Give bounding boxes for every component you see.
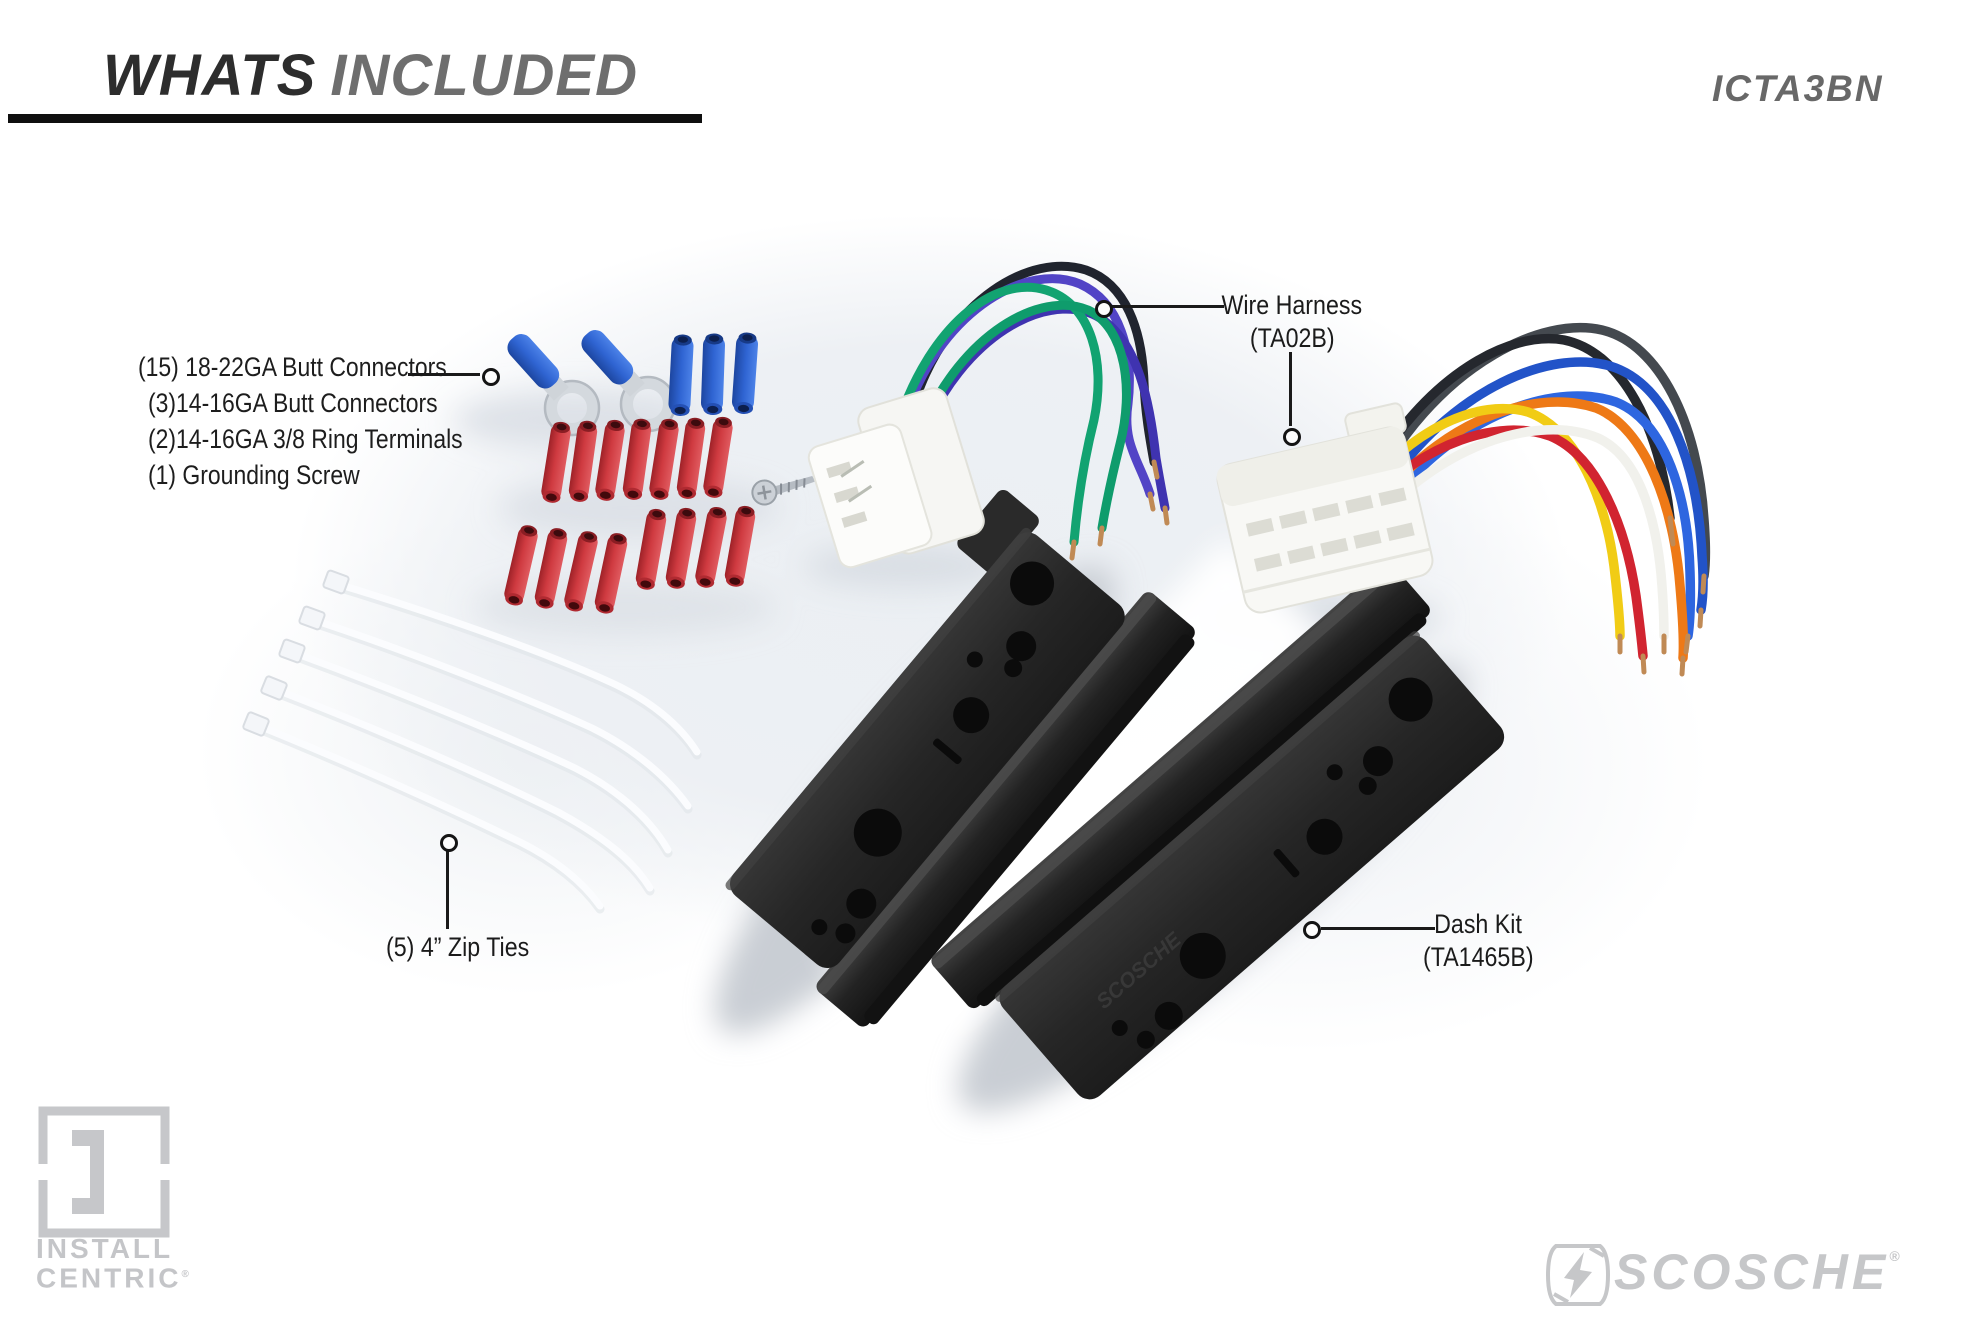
parts-list-item: (15) 18-22GA Butt Connectors bbox=[138, 352, 447, 382]
install-centric-wordmark: INSTALL CENTRIC® bbox=[36, 1233, 189, 1294]
registered-mark: ® bbox=[1889, 1248, 1900, 1264]
title-underline bbox=[8, 114, 702, 123]
dash-kit-leader-line bbox=[1321, 927, 1435, 930]
dash-bracket-right: SCOSCHE bbox=[931, 563, 1505, 1100]
parts-list-item: (2)14-16GA 3/8 Ring Terminals bbox=[148, 424, 463, 454]
install-centric-logo-icon bbox=[38, 1106, 170, 1238]
dash-bracket-left bbox=[725, 489, 1195, 1027]
install-centric-line1: INSTALL bbox=[36, 1233, 174, 1264]
zip-ties-callout: (5) 4” Zip Ties bbox=[386, 932, 530, 962]
scosche-logo-icon bbox=[1546, 1244, 1610, 1306]
zip-ties-leader-vline bbox=[446, 849, 449, 929]
ring-terminals bbox=[507, 330, 677, 437]
page-title-word2: INCLUDED bbox=[330, 43, 638, 108]
wire-harness-right bbox=[1216, 322, 1711, 677]
wire-harness-part-number: (TA02B) bbox=[1249, 323, 1335, 353]
dash-kit-leader-dot bbox=[1303, 921, 1321, 939]
install-centric-line2: CENTRIC® bbox=[36, 1262, 189, 1294]
dash-kit-part-number: (TA1465B) bbox=[1422, 942, 1534, 972]
wire-harness-left bbox=[807, 261, 1170, 569]
registered-mark: ® bbox=[181, 1269, 189, 1280]
parts-list-leader-dot bbox=[482, 368, 500, 386]
wire-harness-callout: Wire Harness (TA02B) bbox=[1182, 289, 1402, 355]
dash-kit-label: Dash Kit bbox=[1434, 909, 1522, 939]
parts-list-item: (1) Grounding Screw bbox=[148, 460, 360, 490]
wire-harness-leader-dot2 bbox=[1283, 428, 1301, 446]
parts-list-leader-line bbox=[408, 373, 480, 376]
zip-ties-leader-dot bbox=[440, 834, 458, 852]
page-title-word1: WHATS bbox=[103, 43, 317, 108]
wire-harness-leader-vline bbox=[1289, 352, 1292, 426]
parts-list-item: (3)14-16GA Butt Connectors bbox=[148, 388, 438, 418]
product-code: ICTA3BN bbox=[1712, 68, 1884, 109]
dash-kit-callout: Dash Kit (TA1465B) bbox=[1372, 908, 1584, 974]
zip-ties bbox=[242, 569, 702, 914]
scosche-wordmark: SCOSCHE® bbox=[1614, 1244, 1900, 1300]
wire-harness-label: Wire Harness bbox=[1221, 290, 1363, 320]
wire-harness-leader-dot bbox=[1095, 300, 1113, 318]
parts-list: (15) 18-22GA Butt Connectors (3)14-16GA … bbox=[138, 349, 518, 493]
grounding-screw bbox=[751, 475, 816, 506]
wire-harness-leader-line bbox=[1112, 305, 1224, 308]
